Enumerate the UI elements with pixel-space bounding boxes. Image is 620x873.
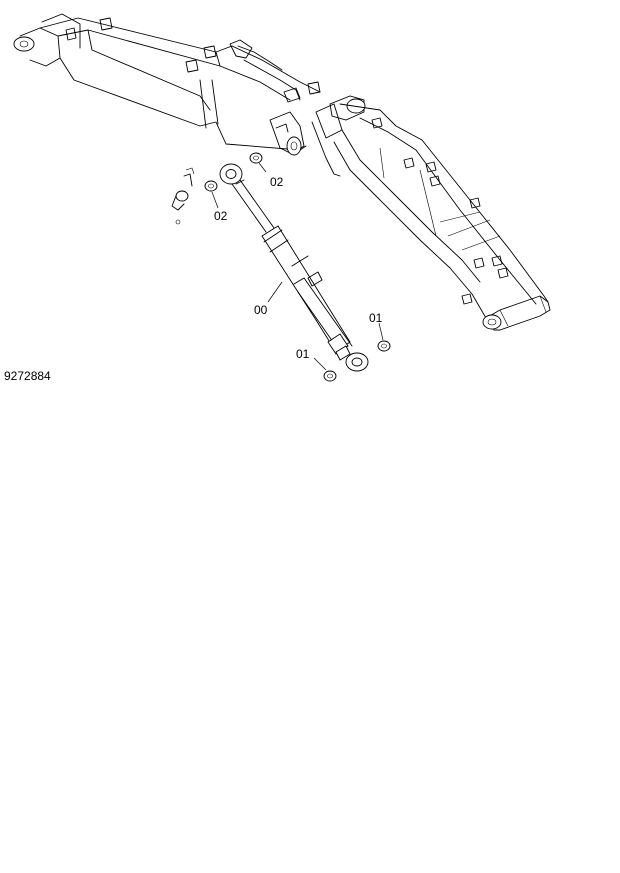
callout-02-left: 02 xyxy=(214,209,228,223)
leader-01-bottom xyxy=(313,357,327,371)
leader-01-top xyxy=(378,322,384,341)
grease-fitting xyxy=(171,167,195,225)
callout-02-right: 02 xyxy=(270,175,284,189)
callout-01-bottom: 01 xyxy=(296,347,310,361)
bushing-rod-end-bottom xyxy=(323,370,337,382)
bushing-rod-end-top xyxy=(377,340,391,352)
drawing-number: 9272884 xyxy=(4,369,51,383)
leader-02-right xyxy=(258,162,267,173)
callout-01-top: 01 xyxy=(369,311,383,325)
callout-00: 00 xyxy=(254,303,268,317)
hydraulic-cylinder xyxy=(219,163,369,372)
leader-00 xyxy=(267,281,283,303)
bushing-head-end-left xyxy=(204,180,218,192)
arm xyxy=(311,95,551,331)
bushing-head-end-right xyxy=(249,152,263,164)
leader-02-left xyxy=(211,191,219,209)
boom xyxy=(13,13,321,156)
